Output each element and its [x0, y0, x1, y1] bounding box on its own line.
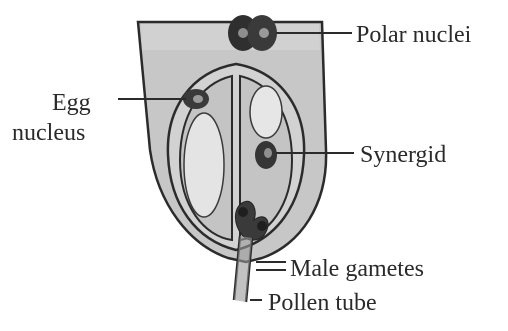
label-polar-nuclei: Polar nuclei	[356, 22, 472, 48]
label-male-gametes: Male gametes	[290, 256, 424, 282]
label-pollen-tube: Pollen tube	[268, 290, 377, 316]
synergid-nucleolus	[264, 148, 272, 158]
label-egg-line2: nucleus	[12, 120, 85, 146]
synergid-vacuole	[250, 86, 282, 138]
polar-nucleolus-left	[238, 28, 248, 38]
male-gamete-2	[257, 221, 267, 231]
label-synergid: Synergid	[360, 142, 446, 168]
label-egg-line1: Egg	[52, 90, 91, 116]
male-gamete-1	[238, 207, 248, 217]
polar-nucleolus-right	[259, 28, 269, 38]
egg-nucleolus	[193, 95, 203, 103]
egg-cell-vacuole	[184, 113, 224, 217]
